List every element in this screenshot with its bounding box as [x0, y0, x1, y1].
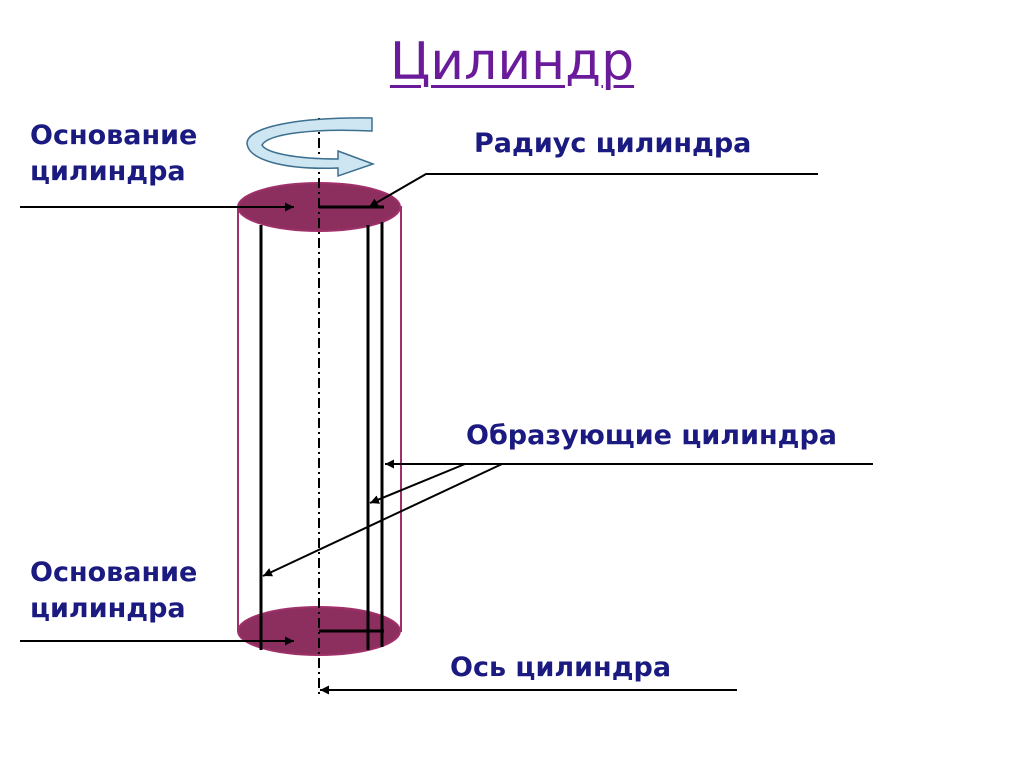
label-base-bottom: Основание цилиндра: [30, 555, 197, 627]
label-base-top-line1: Основание: [30, 120, 198, 151]
label-base-bottom-line2: цилиндра: [30, 593, 186, 624]
label-base-top-line2: цилиндра: [30, 156, 186, 187]
label-base-top: Основание цилиндра: [30, 118, 197, 190]
label-generatrices: Образующие цилиндра: [466, 420, 837, 451]
pointer-generatrix-left: [262, 463, 503, 577]
pointer-radius: [368, 173, 818, 208]
pointer-generatrix-mid: [369, 463, 466, 504]
label-axis: Ось цилиндра: [450, 652, 672, 683]
label-base-bottom-line1: Основание: [30, 557, 198, 588]
page-title: Цилиндр: [389, 32, 635, 92]
label-radius: Радиус цилиндра: [474, 128, 752, 159]
rotation-arrow-icon: [246, 117, 376, 178]
